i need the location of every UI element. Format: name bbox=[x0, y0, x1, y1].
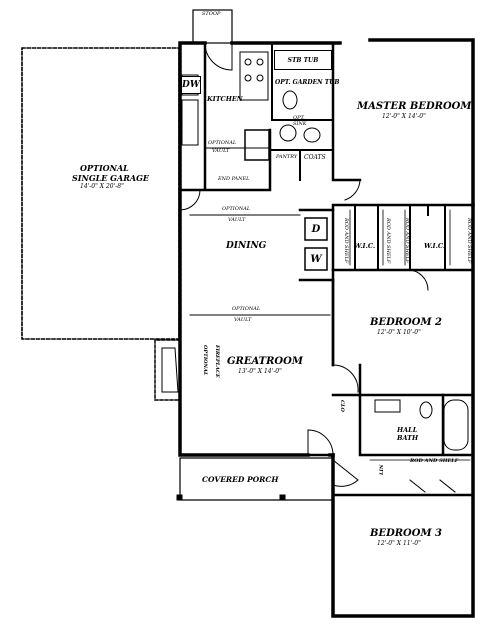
garage-title-1: OPTIONAL bbox=[80, 163, 129, 173]
wic-1-label: W.I.C. bbox=[354, 242, 376, 250]
rod-shelf-4: ROD AND SHELF bbox=[466, 218, 472, 264]
fireplace-label-1: OPTIONAL bbox=[202, 345, 208, 376]
end-panel-label: END PANEL bbox=[218, 176, 250, 182]
kitchen-vault-2: VAULT bbox=[212, 148, 230, 154]
kitchen-label: KITCHEN bbox=[207, 95, 243, 103]
bath-walls bbox=[271, 42, 334, 181]
pantry-label: PANTRY bbox=[276, 154, 298, 160]
master-walls bbox=[331, 41, 475, 272]
hall-bath-2: BATH bbox=[397, 434, 419, 442]
stb-tub-label: STB TUB bbox=[274, 50, 332, 70]
covered-porch-label: COVERED PORCH bbox=[202, 475, 279, 484]
garden-tub-label: OPT. GARDEN TUB bbox=[275, 79, 340, 86]
dishwasher-label: DW bbox=[181, 76, 201, 94]
kitchen-vault-1: OPTIONAL bbox=[208, 140, 237, 146]
dining-vault-1: OPTIONAL bbox=[222, 206, 251, 212]
clo-label: CLO bbox=[339, 400, 345, 412]
dining-vault-2: VAULT bbox=[228, 217, 246, 223]
opt-sink-1: OPT. bbox=[293, 115, 305, 121]
rod-shelf-2: ROD AND SHELF bbox=[385, 218, 391, 264]
greatroom-vault-2: VAULT bbox=[234, 317, 252, 323]
kitchen-walls bbox=[178, 41, 272, 192]
exterior-wall-house bbox=[178, 38, 475, 457]
master-bedroom-label: MASTER BEDROOM bbox=[357, 101, 472, 112]
stoop bbox=[192, 9, 233, 44]
garage-outline bbox=[21, 47, 180, 340]
greatroom-label: GREATROOM bbox=[227, 356, 303, 367]
hall-rod-shelf: ROD AND SHELF bbox=[410, 458, 459, 464]
rod-shelf-1: ROD AND SHELF bbox=[343, 218, 349, 264]
bedroom2-dims: 12'-0" X 10'-0" bbox=[377, 329, 421, 336]
dryer-label: D bbox=[311, 223, 321, 235]
garage-dims: 14'-0" X 20'-8" bbox=[80, 183, 124, 190]
coats-label: COATS bbox=[304, 154, 326, 161]
dining-label: DINING bbox=[226, 241, 267, 251]
closet-walls bbox=[354, 204, 446, 271]
stoop-label: STOOP bbox=[202, 11, 221, 17]
rod-shelf-3: ROD AND SHELF bbox=[404, 218, 410, 264]
linen-label: LIN bbox=[379, 464, 385, 475]
garage-title-2: SINGLE GARAGE bbox=[72, 173, 149, 183]
bedroom3-dims: 12'-0" X 11'-0" bbox=[377, 540, 421, 547]
bedroom3-walls bbox=[331, 453, 475, 618]
master-bedroom-dims: 12'-0" X 14'-0" bbox=[382, 113, 426, 120]
dining-walls bbox=[298, 208, 335, 282]
hallbath-walls bbox=[358, 393, 475, 457]
fireplace bbox=[154, 339, 181, 401]
greatroom-dims: 13'-0" X 14'-0" bbox=[238, 368, 282, 375]
greatroom-wall bbox=[306, 278, 335, 457]
opt-sink-2: SINK bbox=[293, 121, 307, 127]
bedroom3-label: BEDROOM 3 bbox=[370, 528, 442, 539]
bedroom2-label: BEDROOM 2 bbox=[370, 317, 442, 328]
washer-label: W bbox=[310, 253, 322, 265]
fireplace-label-2: FIREPLACE bbox=[214, 345, 220, 378]
front-door-swing bbox=[204, 42, 233, 71]
wic-2-label: W.I.C. bbox=[424, 242, 446, 250]
greatroom-vault-1: OPTIONAL bbox=[232, 306, 261, 312]
hall-bath-1: HALL bbox=[397, 426, 418, 434]
